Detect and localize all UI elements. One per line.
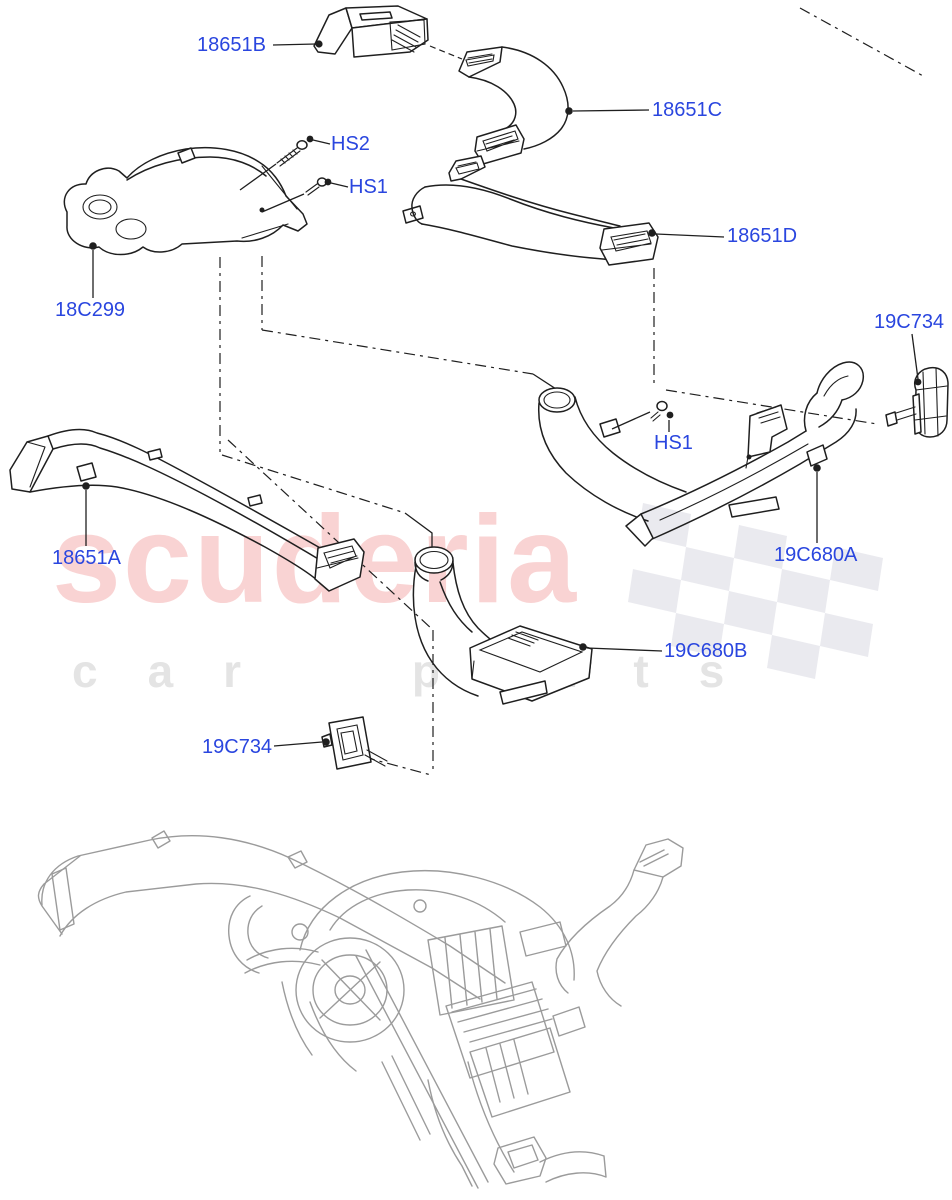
part-18651a-drawing — [9, 428, 365, 592]
part-label-hs1-upper[interactable]: HS1 — [349, 176, 388, 198]
part-18651d-drawing — [402, 155, 659, 266]
part-18651b-drawing — [313, 5, 429, 58]
part-label-18651a[interactable]: 18651A — [52, 547, 121, 569]
part-label-18651b[interactable]: 18651B — [197, 34, 266, 56]
part-18c299-drawing — [63, 140, 328, 256]
part-label-19c734-upper[interactable]: 19C734 — [874, 311, 945, 333]
part-label-19c734-lower[interactable]: 19C734 — [202, 736, 273, 758]
part-19c680b-drawing — [412, 546, 593, 705]
watermark-brand: scuderia — [52, 491, 579, 629]
reference-assembly-drawing — [37, 830, 684, 1189]
part-18651c-drawing — [458, 46, 569, 165]
part-19c734-lower-drawing — [321, 716, 388, 770]
part-label-19c680b[interactable]: 19C680B — [664, 640, 748, 662]
part-label-18651d[interactable]: 18651D — [727, 225, 798, 247]
screw-hs2-drawing — [239, 140, 308, 191]
part-19c680a-drawing — [537, 361, 864, 547]
part-label-hs2[interactable]: HS2 — [331, 133, 370, 155]
leader-lines — [85, 43, 919, 747]
part-label-19c680a[interactable]: 19C680A — [774, 544, 858, 566]
part-label-18c299[interactable]: 18C299 — [55, 299, 126, 321]
callout-dots — [82, 40, 922, 746]
screw-hs1-lower-drawing — [650, 400, 668, 422]
watermark-tagline: car parts — [72, 645, 775, 697]
part-label-hs1-lower[interactable]: HS1 — [654, 432, 693, 454]
part-label-18651c[interactable]: 18651C — [652, 99, 723, 121]
part-19c734-upper-drawing — [885, 366, 949, 438]
